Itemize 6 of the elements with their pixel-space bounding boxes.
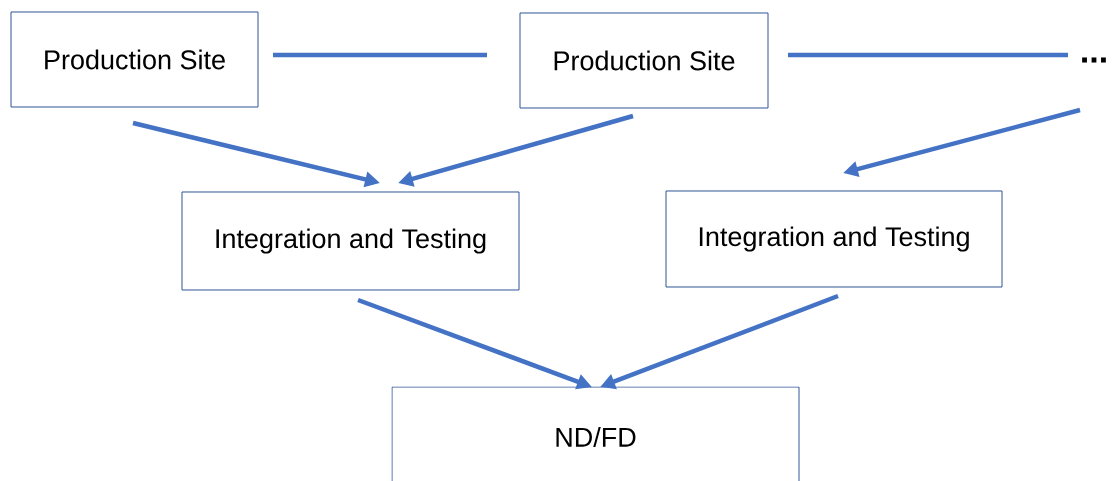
process-box: ND/FD: [391, 386, 800, 481]
process-box: Integration and Testing: [181, 191, 520, 291]
process-box: Integration and Testing: [665, 190, 1003, 288]
ellipsis-text: ...: [1082, 57, 1106, 63]
process-box: Production Site: [519, 12, 769, 109]
process-box: Production Site: [10, 11, 259, 108]
